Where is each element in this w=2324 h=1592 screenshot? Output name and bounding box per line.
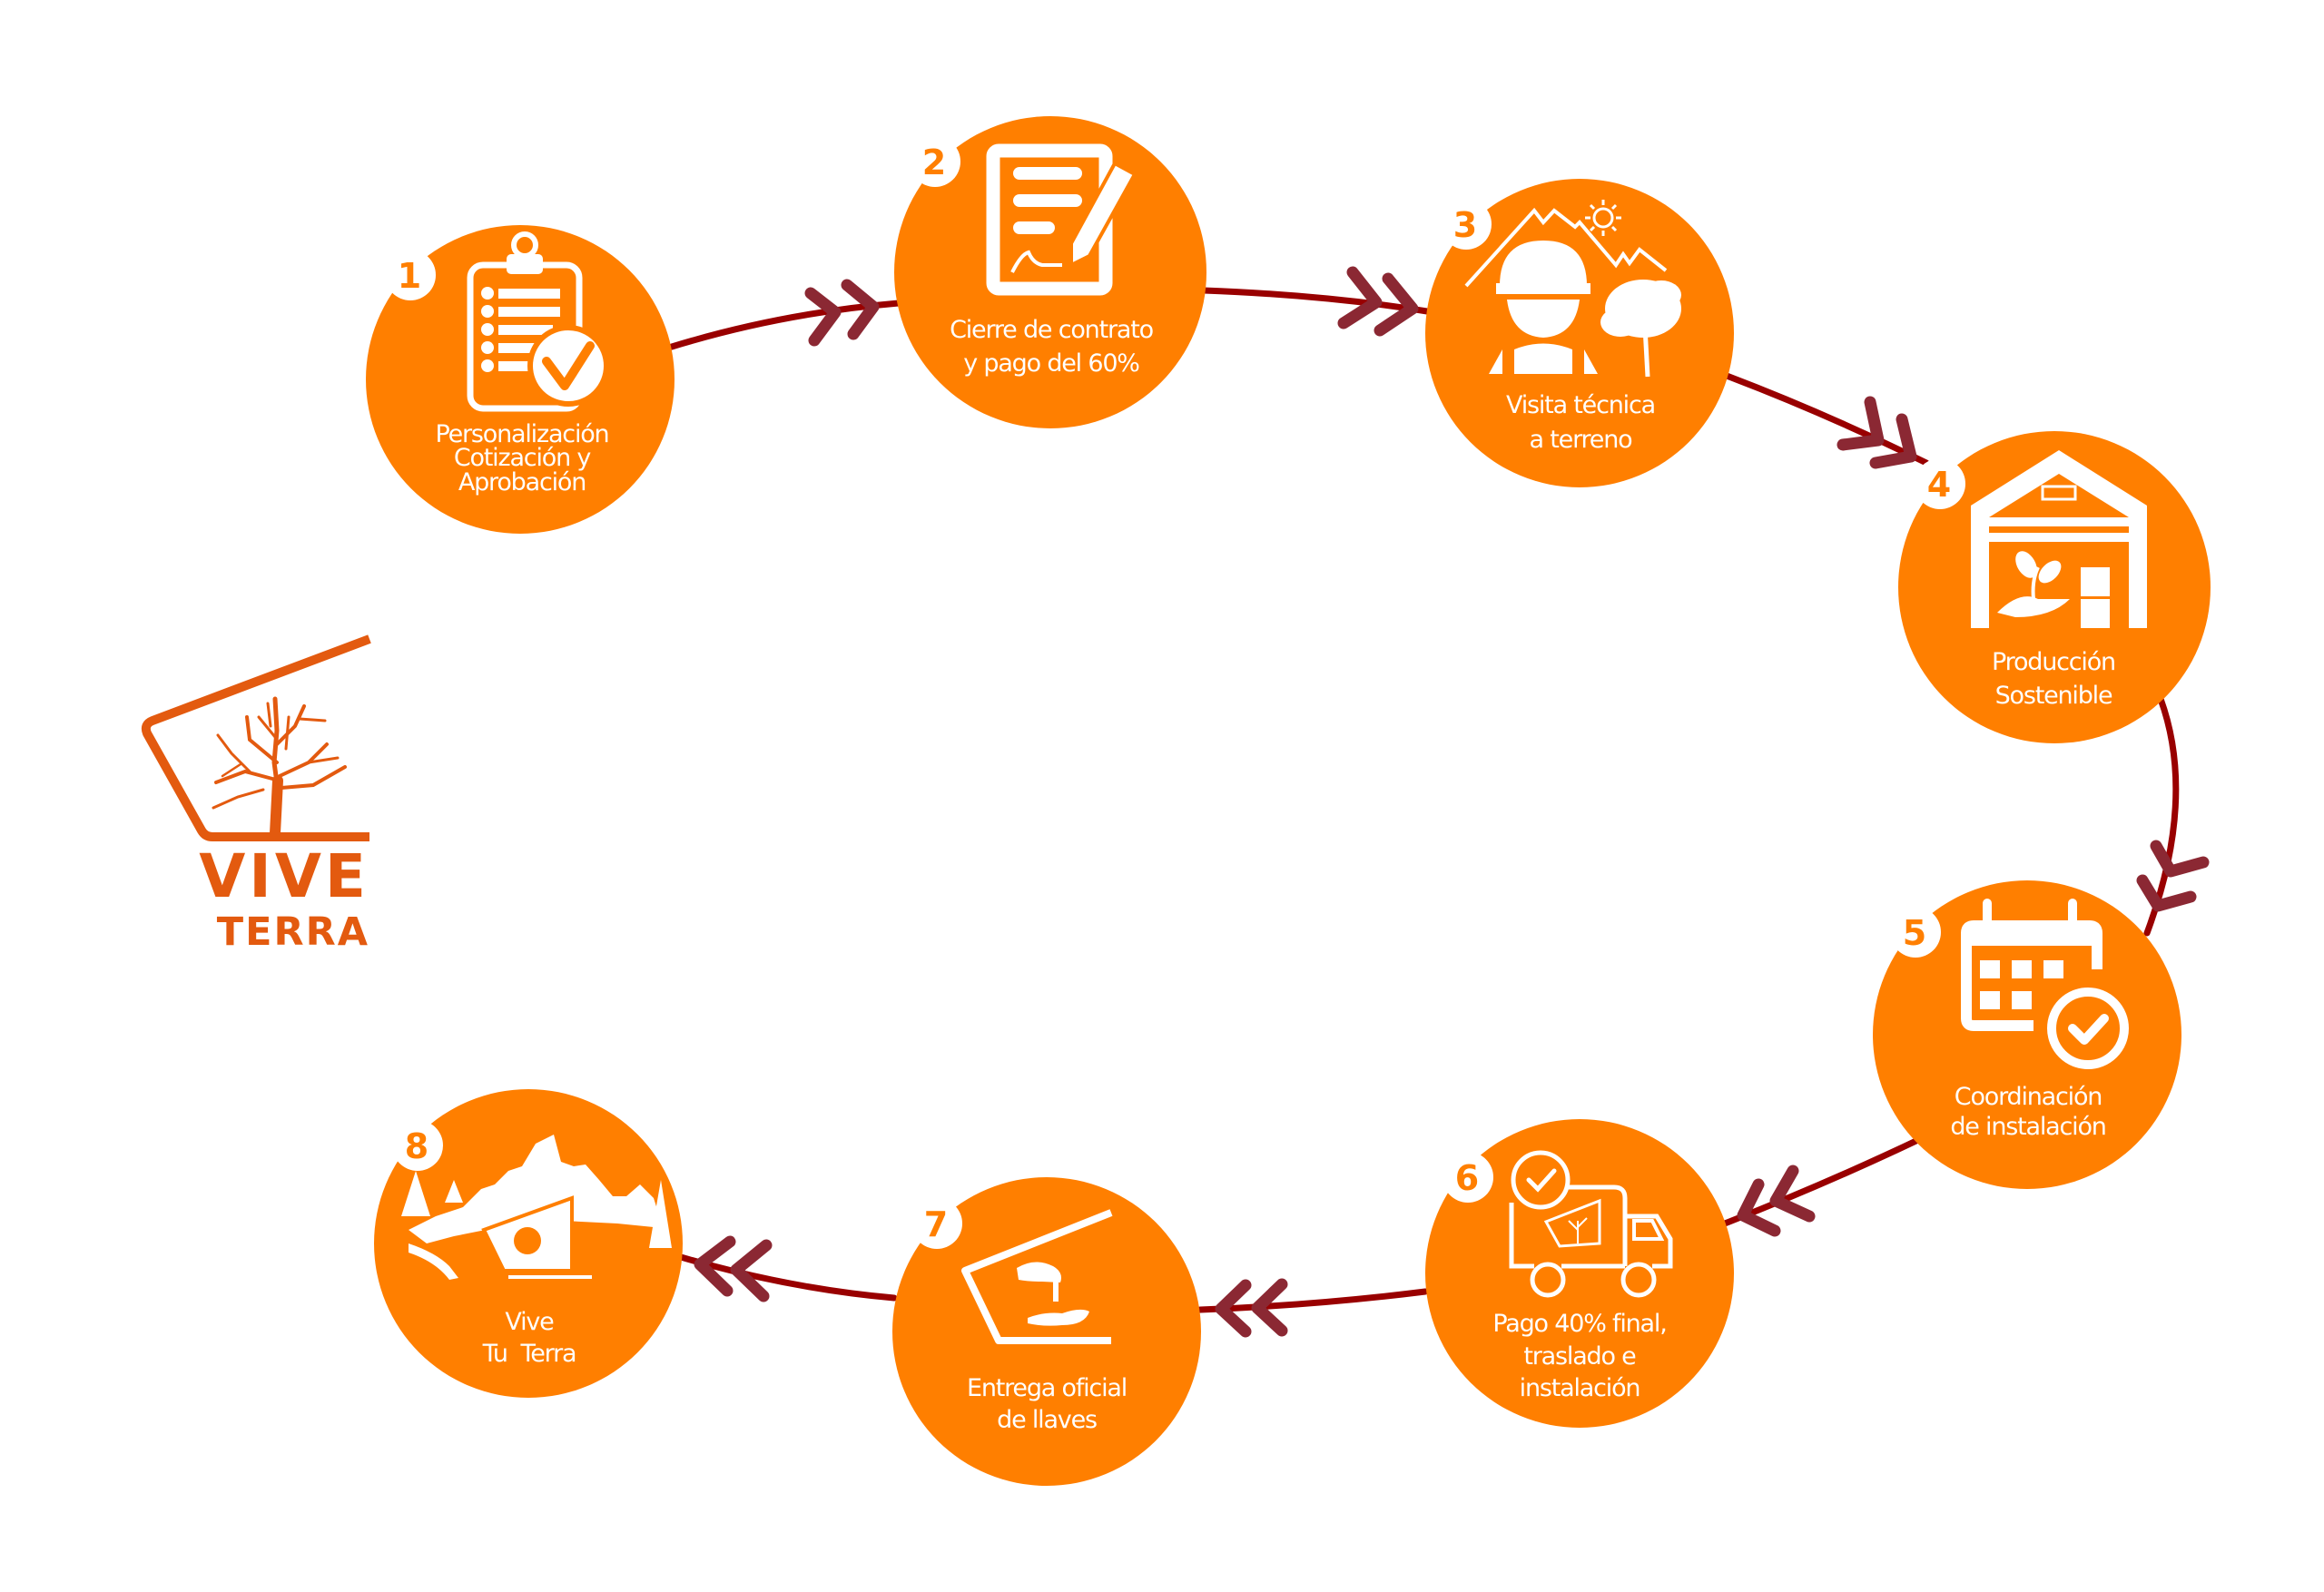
step-number: 1 [398,256,421,296]
step-circle [366,225,675,534]
step-3: 3 Visita técnica a terreno [1425,179,1734,487]
step-label-line: Cotización y [454,444,592,472]
step-label-line: Tu Terra [482,1340,576,1368]
step-label-line: Aprobación [458,468,586,496]
step-number-badge [385,250,436,300]
step-label-line: Producción [1992,648,2115,676]
logo-line-2: TERRA [217,909,369,955]
logo-line-1: VIVE [199,841,369,911]
chevrons [694,266,2210,1338]
step-4: 4 Producción Sostenible [1898,431,2211,743]
chevron-pair-7-8 [694,1235,773,1302]
step-number: 8 [405,1126,428,1166]
chevron-icon [1374,272,1419,337]
warehouse-plant-icon [1971,450,2147,628]
contract-signature-icon [986,143,1137,296]
chevron-icon [1737,1178,1781,1237]
chevron-pair-6-7 [1215,1278,1288,1338]
chevron-icon [730,1239,773,1302]
chevron-pair-3-4 [1837,396,1917,469]
step-label-line: Sostenible [1995,682,2112,710]
step-number: 5 [1903,913,1926,953]
delivery-truck-icon [1509,1150,1673,1298]
step-label-line: traslado e [1523,1342,1636,1371]
step-label-line: Vive [505,1308,554,1336]
step-label-line: instalación [1520,1374,1640,1402]
house-tree-logo-icon [141,634,371,841]
connector-3-4 [1723,372,1930,467]
engineer-mountain-tree-icon [1464,200,1681,378]
step-circle [892,1177,1201,1486]
chevron-pair-4-5 [2136,840,2210,912]
step-label-line: de llaves [997,1406,1097,1434]
chevron-icon [694,1235,736,1297]
step-number: 2 [922,142,946,182]
step-label-line: Cierre de contrato [950,316,1154,344]
step-1: 1 Personalización Cotización y Aprobació… [366,225,675,534]
vive-terra-logo: VIVE TERRA [141,634,371,955]
chevron-pair-5-6 [1737,1165,1816,1237]
step-number: 6 [1455,1158,1479,1198]
step-6: 6 Pago 40% final, traslado e instalación [1425,1119,1734,1428]
step-label-line: de instalación [1950,1113,2105,1141]
chevron-icon [1837,396,1885,451]
chevron-icon [1215,1279,1252,1338]
step-label-line: y pago del 60% [963,349,1139,378]
step-circle [1425,179,1734,487]
step-2: 2 Cierre de contrato y pago del 60% [894,116,1206,428]
step-number: 4 [1927,465,1951,505]
chevron-icon [1869,413,1917,469]
connector-2-3 [1200,287,1431,315]
step-circle [1873,880,2181,1189]
step-number-badge [911,1198,962,1249]
step-label-line: Entrega oficial [967,1374,1127,1402]
chevron-icon [1769,1165,1816,1223]
chevron-pair-2-3 [1337,266,1419,337]
chevron-icon [2150,840,2210,878]
chevron-icon [2136,874,2197,912]
step-label-line: Personalización [436,420,609,448]
clipboard-check-icon [467,231,609,412]
step-number-badge [910,136,960,187]
step-number-badge [1915,458,1965,509]
step-label-line: Visita técnica [1506,391,1655,419]
step-label-line: a terreno [1530,426,1633,454]
step-number-badge [1890,907,1941,958]
step-7: 7 Entrega oficial de llaves [892,1177,1201,1486]
chevron-icon [1251,1278,1288,1337]
step-number: 7 [924,1204,948,1244]
step-number: 3 [1453,205,1477,245]
chevron-icon [841,279,880,340]
step-number-badge [1441,199,1492,250]
step-label-line: Coordinación [1955,1083,2102,1111]
mountain-cabin-icon [401,1135,672,1280]
step-number-badge [1443,1152,1493,1203]
chevron-icon [804,287,842,347]
step-circle [1425,1119,1734,1428]
step-number-badge [392,1120,443,1171]
chevron-icon [1337,266,1383,329]
key-handover-icon [961,1209,1113,1344]
calendar-check-icon [1961,899,2129,1069]
step-circle [894,116,1206,428]
tree-icon [212,696,347,839]
step-5: 5 Coordinación de instalación [1873,880,2181,1189]
step-label-line: Pago 40% final, [1492,1310,1666,1338]
chevron-pair-1-2 [804,279,880,347]
step-8: 8 Vive Tu Terra [374,1089,683,1398]
